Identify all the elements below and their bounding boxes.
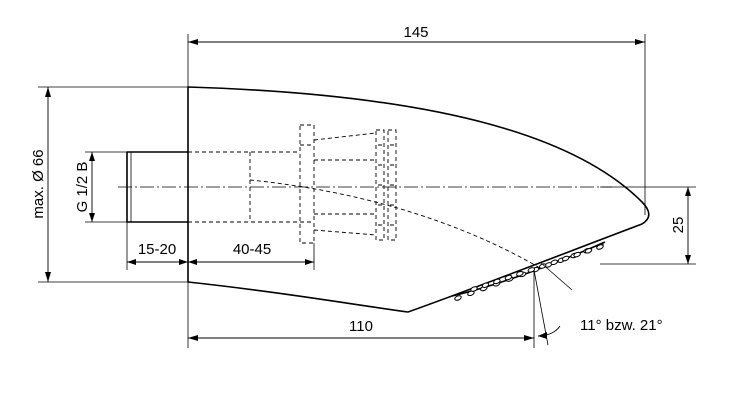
spray-face [451,241,606,301]
nozzle-14 [493,278,501,285]
hidden-internal-parts [188,124,541,269]
thread-label: G 1/2 B [74,162,91,213]
spray-angle-label: 11° bzw. 21° [580,317,663,334]
dimension-max-diameter: max. Ø 66 [30,86,188,283]
nozzle-22 [584,248,593,254]
dimension-offset-length: 110 [188,270,535,348]
nozzle-16 [516,270,524,277]
insert-depth-label: 40-45 [233,241,271,258]
nozzle-19 [550,259,558,266]
thread-length-label: 15-20 [138,241,176,258]
nozzle-15 [504,274,513,281]
max-diameter-label: max. Ø 66 [30,149,47,218]
nozzle-20 [561,255,570,262]
tip-height-label: 25 [670,217,687,234]
shower-head-body [187,86,650,313]
nozzle-0 [454,295,462,301]
nozzle-13 [481,282,490,288]
nozzle-12 [470,286,478,292]
dimension-total-length: 145 [187,24,646,215]
dimension-thread: G 1/2 B [74,151,127,223]
nozzle-21 [573,251,581,258]
dimension-spray-angle: 11° bzw. 21° [533,261,663,346]
nozzle-18 [538,263,547,269]
dimension-tip-height: 25 [600,186,696,265]
dimension-insert-depth: 40-45 [188,241,315,270]
total-length-label: 145 [403,24,428,41]
dimension-thread-length: 15-20 [126,222,189,348]
nozzle-23 [596,244,604,250]
nozzle-17 [527,267,536,273]
offset-length-label: 110 [349,318,373,335]
nozzle-1 [467,290,475,297]
